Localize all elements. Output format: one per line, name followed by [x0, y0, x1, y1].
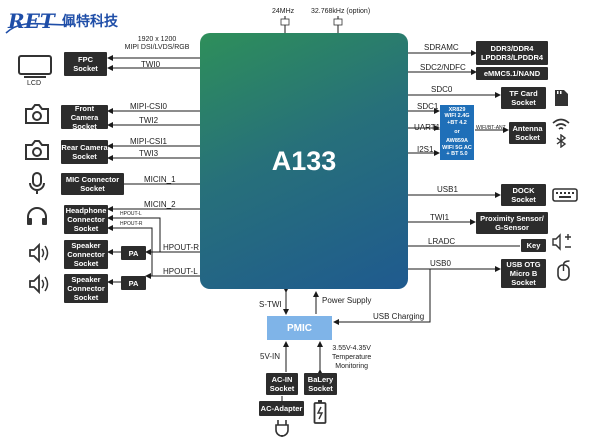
wifi-icon: [552, 118, 570, 130]
speaker-connector-socket-1: Speaker Connector Socket: [64, 240, 108, 269]
battery-icon: [313, 400, 327, 424]
osc-24mhz-label: 24MHz: [272, 8, 295, 15]
bluetooth-icon: [556, 134, 567, 148]
sdc2-ndfc-label: SDC2/NDFC: [420, 63, 466, 72]
temperature-monitoring-label: 3.55V-4.35V Temperature Monitoring: [332, 345, 372, 370]
xr829-wifi-bt-module: XR829 WIFI 2.4G +BT 4.2: [440, 105, 474, 128]
camera-icon: [25, 140, 49, 160]
hpout-l-small-label: HPOUT-L: [120, 211, 142, 217]
or-separator: or: [440, 128, 474, 136]
company-logo: RET 佩特科技: [4, 6, 154, 40]
pa-2: PA: [121, 276, 146, 290]
power-plug-icon: [275, 420, 289, 437]
lcd-monitor-icon: [18, 55, 52, 78]
sdramc-label: SDRAMC: [424, 43, 459, 52]
twi0-label: TWI0: [141, 60, 161, 69]
antenna-socket: Antenna Socket: [509, 122, 546, 144]
microphone-icon: [29, 172, 45, 194]
lradc-label: LRADC: [428, 237, 456, 246]
usb-otg-socket: USB OTG Micro B Socket: [501, 259, 546, 288]
headphone-connector-socket: Headphone Connector Socket: [64, 205, 108, 234]
csi0-label: MIPI-CSI0: [130, 102, 167, 111]
mouse-icon: [557, 260, 570, 281]
hpout-r-small-label: HPOUT-R: [120, 221, 143, 227]
svg-text:RET: RET: [7, 9, 57, 33]
micin1-label: MICIN_1: [144, 175, 176, 184]
volume-keys-icon: [552, 233, 571, 251]
fpc-socket: FPC Socket: [64, 52, 107, 76]
s-twi-label: S-TWI: [259, 300, 282, 309]
soc-chip: A133: [200, 33, 408, 289]
soc-name: A133: [271, 145, 337, 176]
speaker-icon: [29, 274, 49, 294]
proximity-g-sensor: Proximity Sensor/ G-Sensor: [476, 212, 548, 234]
pa-1: PA: [121, 246, 146, 260]
i2s1-label: I2S1: [417, 145, 434, 154]
usb-charging-label: USB Charging: [373, 312, 425, 321]
front-camera-socket: Front Camera Socket: [61, 104, 108, 131]
aw859a-wifi-bt-module: AW859A WIFI 5G AC + BT 5.0: [440, 136, 474, 160]
twi2-label: TWI2: [139, 116, 159, 125]
speaker-icon: [29, 243, 49, 263]
ac-in-socket: AC-IN Socket: [266, 373, 298, 395]
twi1-label: TWI1: [430, 213, 450, 222]
rear-camera-socket: Rear Camera Socket: [61, 140, 108, 164]
logo-mark-icon: RET: [5, 9, 75, 34]
pmic-chip: PMIC: [267, 316, 332, 340]
company-name: 佩特科技: [62, 14, 118, 30]
headphone-icon: [27, 207, 47, 225]
power-supply-label: Power Supply: [322, 296, 372, 305]
hpout-l-label: HPOUT-L: [163, 267, 198, 276]
dock-socket: DOCK Socket: [501, 184, 546, 206]
usb1-label: USB1: [437, 185, 458, 194]
display-interface-label: 1920 x 1200 MIPI DSI/LVDS/RGB: [124, 36, 190, 51]
ddr-memory: DDR3/DDR4 LPDDR3/LPDDR4: [476, 41, 548, 65]
sd-card-icon: [555, 90, 568, 106]
camera-icon: [25, 104, 49, 124]
sdc1-label: SDC1: [417, 102, 439, 111]
battery-socket: BaLery Socket: [304, 373, 337, 395]
micin2-label: MICIN_2: [144, 200, 176, 209]
wifi-bt-ant-label: WIFI/BT-ANT: [476, 125, 506, 131]
usb0-label: USB0: [430, 259, 451, 268]
tf-card-socket: TF Card Socket: [501, 87, 546, 109]
emmc-storage: eMMC5.1/NAND: [476, 67, 548, 80]
uart1-label: UART1: [414, 123, 441, 132]
osc-32khz-label: 32.768kHz (option): [311, 8, 371, 15]
mic-connector-socket: MIC Connector Socket: [61, 173, 124, 195]
hpout-r-label: HPOUT-R: [163, 243, 199, 252]
speaker-connector-socket-2: Speaker Connector Socket: [64, 274, 108, 303]
key-button: Key: [521, 239, 546, 252]
pmic-name: PMIC: [287, 322, 312, 334]
ac-adapter: AC-Adapter: [259, 401, 304, 416]
twi3-label: TWI3: [139, 149, 159, 158]
csi1-label: MIPI-CSI1: [130, 137, 167, 146]
sdc0-label: SDC0: [431, 85, 453, 94]
lcd-caption: LCD: [27, 80, 42, 87]
5v-in-label: 5V-IN: [260, 352, 281, 361]
keyboard-icon: [552, 188, 578, 202]
